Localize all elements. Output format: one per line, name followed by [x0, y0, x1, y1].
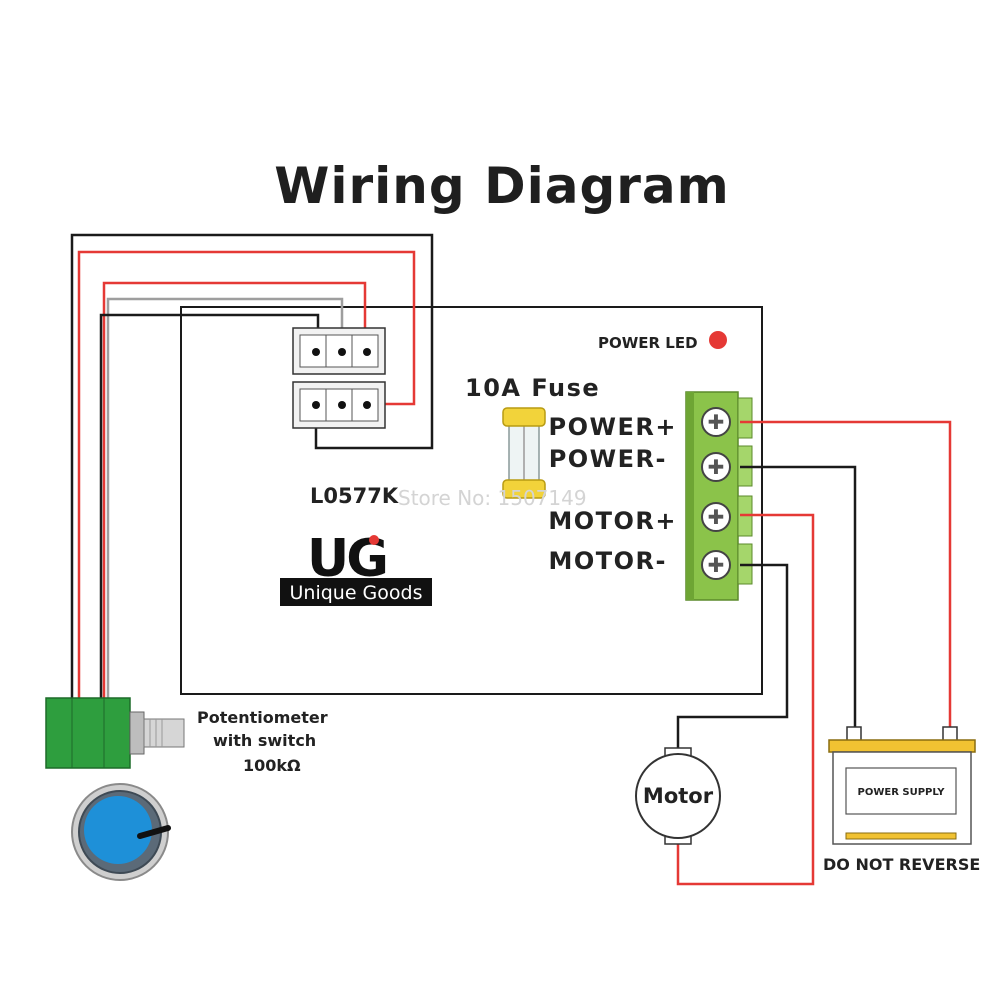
- connector-header-top: [292, 327, 386, 375]
- potentiometer-label-line3: 100kΩ: [243, 756, 301, 775]
- wire-motor-minus: [676, 563, 789, 752]
- model-number: L0577K: [310, 484, 399, 508]
- diagram-title: Wiring Diagram: [274, 157, 730, 215]
- potentiometer-icon: [45, 697, 185, 769]
- wire-power-plus: [740, 420, 952, 732]
- power-supply-label: POWER SUPPLY: [858, 787, 946, 798]
- power-led-label: POWER LED: [598, 334, 698, 352]
- brand-logo: UG Unique Goods: [280, 529, 432, 606]
- wire-pot-gray: [106, 297, 344, 700]
- watermark-text: Store No: 1507149: [398, 486, 587, 510]
- terminal-label-motor-minus: MOTOR-: [549, 547, 668, 575]
- wire-pot-red-inner: [102, 281, 367, 700]
- screw-icon: ✚: [701, 452, 731, 482]
- wire-pot-black-outer: [70, 233, 434, 700]
- wire-power-minus: [740, 465, 857, 732]
- wire-motor-plus: [676, 513, 815, 886]
- svg-text:✚: ✚: [708, 553, 725, 577]
- potentiometer-label-line1: Potentiometer: [197, 708, 328, 727]
- svg-text:✚: ✚: [708, 455, 725, 479]
- terminal-label-motor-plus: MOTOR+: [548, 507, 677, 535]
- terminal-label-power-minus: POWER-: [549, 445, 667, 473]
- polarity-warning: DO NOT REVERSE: [823, 855, 980, 874]
- screw-icon: ✚: [701, 502, 731, 532]
- fuse-icon: [502, 407, 546, 499]
- fuse-label: 10A Fuse: [465, 374, 600, 402]
- svg-text:Unique Goods: Unique Goods: [290, 582, 423, 604]
- knob-icon: [71, 783, 171, 881]
- svg-text:✚: ✚: [708, 505, 725, 529]
- power-led-indicator: [709, 331, 727, 349]
- terminal-label-power-plus: POWER+: [549, 413, 677, 441]
- connector-header-bottom: [292, 381, 386, 429]
- wire-pot-black-inner: [99, 313, 320, 700]
- potentiometer-label-line2: with switch: [213, 731, 316, 750]
- potentiometer-wires: [70, 233, 434, 700]
- motor-icon: [635, 747, 721, 845]
- wire-pot-red-outer: [77, 250, 416, 700]
- motor-label: Motor: [643, 784, 714, 808]
- controller-board: [180, 306, 763, 695]
- screw-icon: ✚: [701, 550, 731, 580]
- screw-icon: ✚: [701, 407, 731, 437]
- svg-text:✚: ✚: [708, 410, 725, 434]
- battery-icon: [828, 726, 976, 845]
